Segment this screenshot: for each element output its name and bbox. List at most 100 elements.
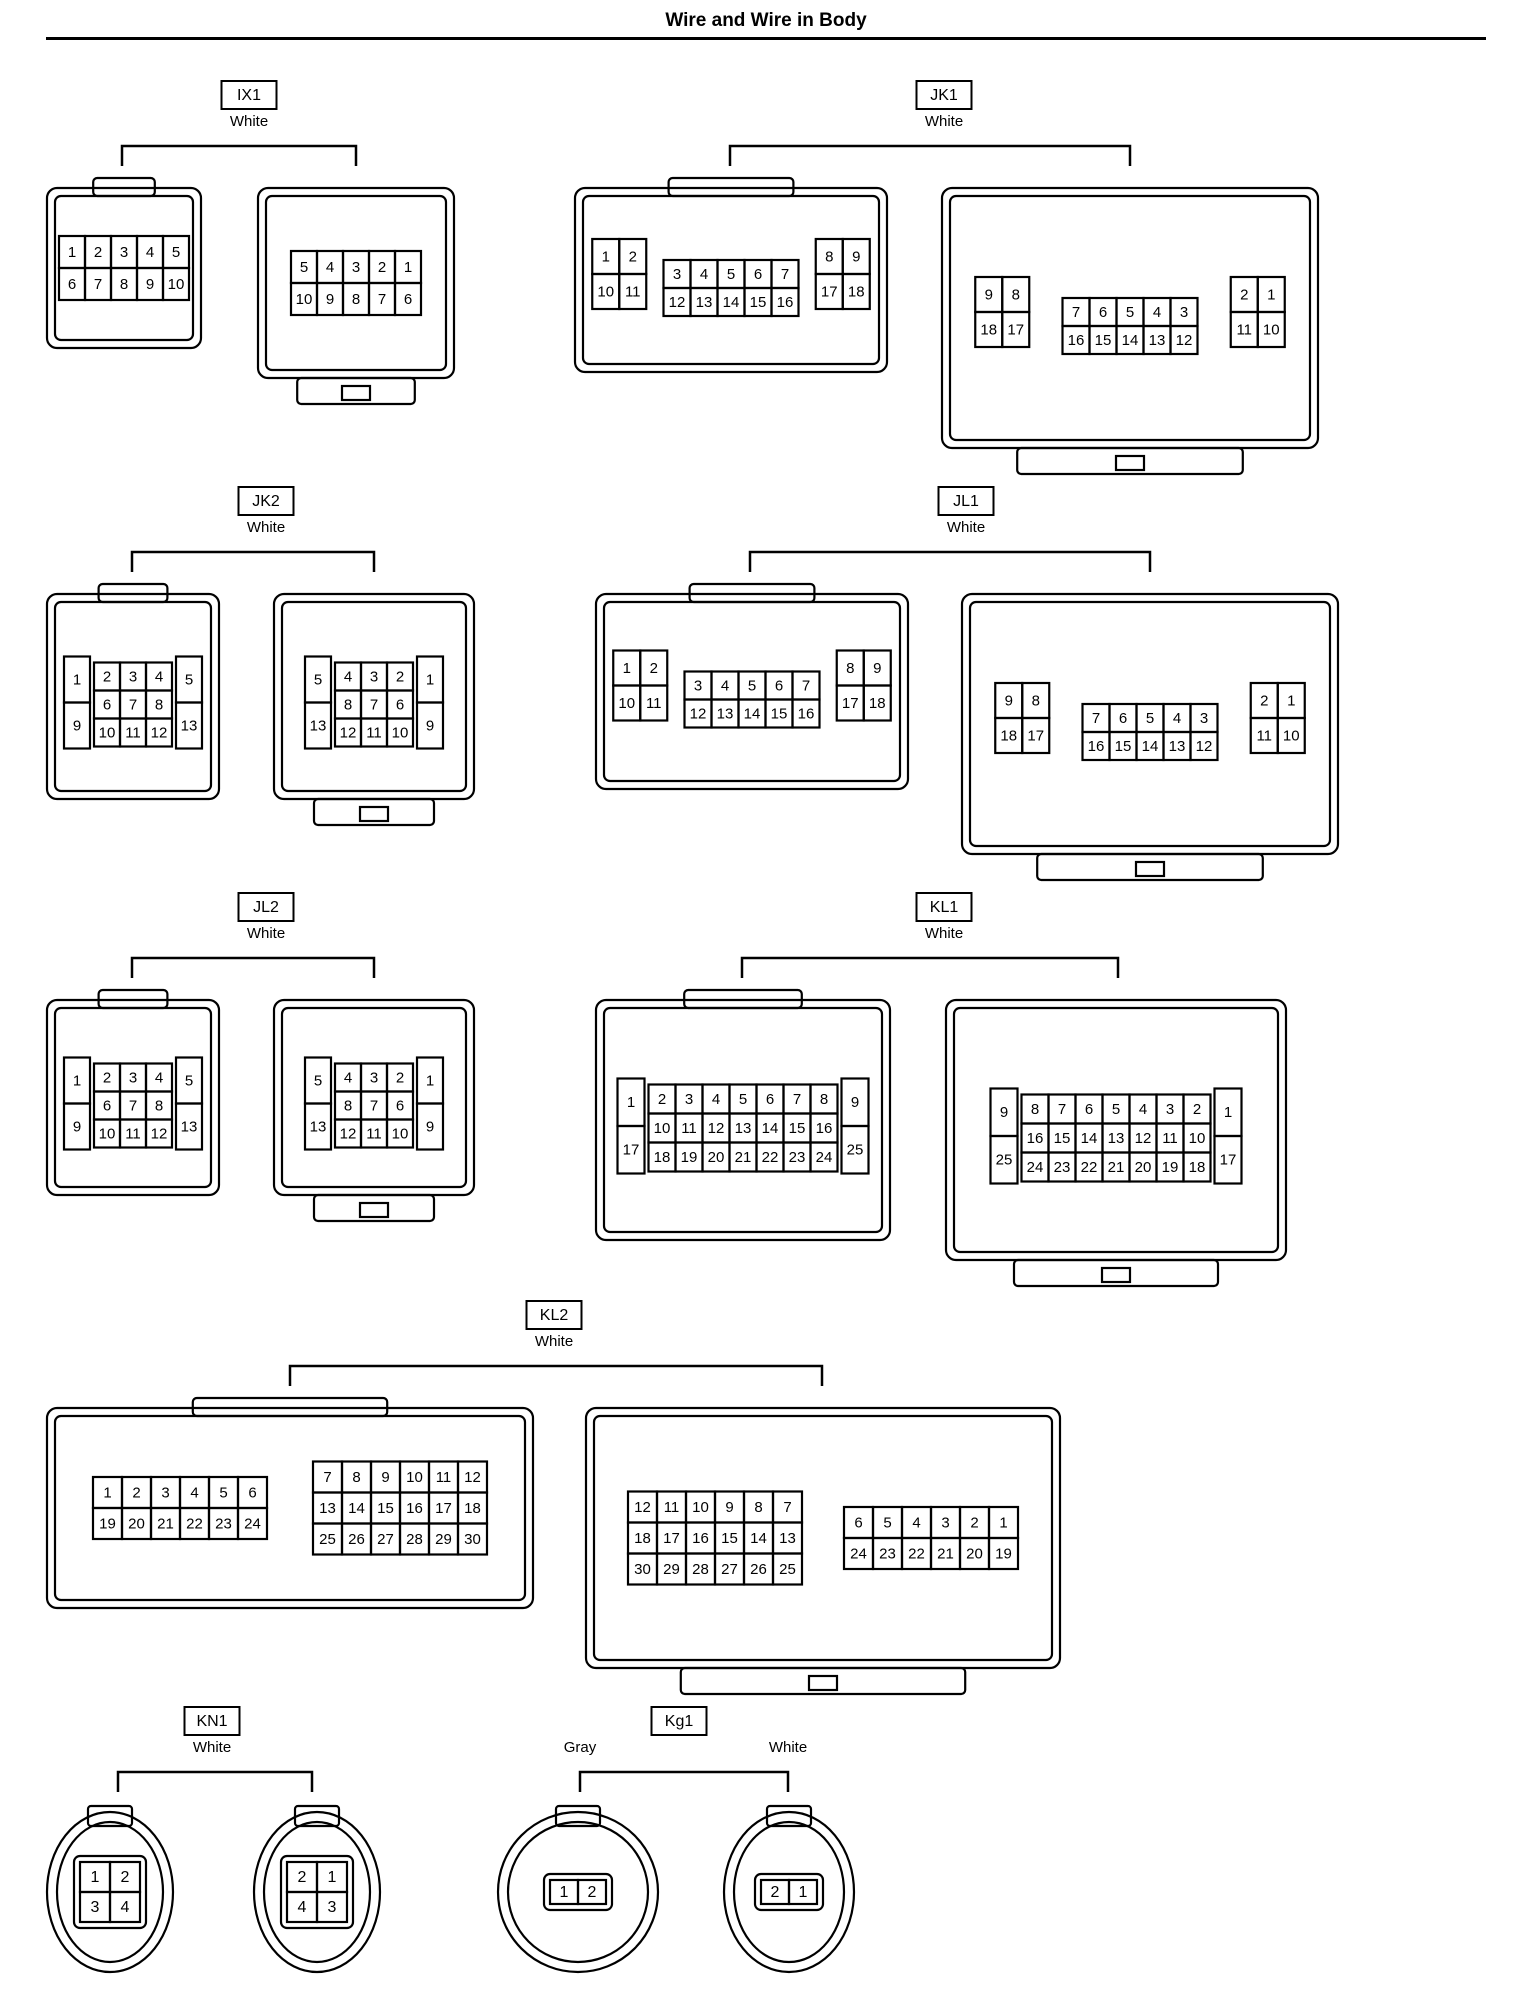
pin-number: 8: [820, 1091, 828, 1108]
pin-number: 17: [435, 1500, 452, 1517]
pin-number: 21: [735, 1149, 752, 1166]
connector-label-box: [237, 486, 295, 516]
locking-tab: [296, 376, 416, 406]
pin-number: 4: [712, 1091, 720, 1108]
pin-number: 4: [155, 1069, 163, 1086]
pin-number: 10: [597, 283, 614, 300]
pin-number: 3: [129, 668, 137, 685]
locking-tab-slot: [1134, 860, 1166, 878]
pin-cell: [415, 1102, 445, 1151]
pin-cell: [161, 266, 191, 302]
pin-number: 17: [623, 1142, 640, 1159]
pin-number: 1: [103, 1484, 111, 1501]
pin-number: 15: [1095, 332, 1112, 349]
pin-number: 16: [406, 1500, 423, 1517]
pin-number: 13: [310, 717, 327, 734]
pin-number: 3: [694, 677, 702, 694]
connector-code: KN1: [196, 1713, 227, 1730]
pin-number: 26: [348, 1531, 365, 1548]
pin-number: 6: [103, 696, 111, 713]
pin-number: 11: [625, 283, 641, 300]
pin-number: 10: [618, 695, 635, 712]
pin-number: 12: [151, 1125, 168, 1142]
pin-number: 10: [1189, 1130, 1206, 1147]
pin-number: 20: [966, 1545, 983, 1562]
pin-number: 21: [937, 1545, 954, 1562]
connector-label-box: [220, 80, 278, 110]
connector-code: JK2: [252, 493, 280, 510]
housing-inner: [968, 600, 1332, 848]
pin-number: 7: [793, 1091, 801, 1108]
locking-tab: [1036, 852, 1264, 882]
locking-tab-slot: [340, 384, 372, 402]
pin-number: 15: [789, 1120, 806, 1137]
pin-number: 5: [883, 1514, 891, 1531]
pin-number: 22: [1081, 1159, 1098, 1176]
pin-cell: [862, 684, 892, 722]
pin-number: 12: [464, 1469, 481, 1486]
pin-cell: [62, 1102, 92, 1151]
pin-number: 10: [392, 724, 409, 741]
pin-number: 12: [151, 724, 168, 741]
pin-number: 23: [879, 1545, 896, 1562]
pin-number: 16: [816, 1120, 833, 1137]
connector-bracket: [120, 144, 358, 166]
pin-number: 11: [681, 1120, 697, 1137]
pin-cell: [144, 717, 174, 748]
pin-number: 7: [1072, 304, 1080, 321]
connector-color: White: [925, 113, 963, 130]
housing-inner: [952, 1006, 1280, 1254]
pin-number: 19: [1162, 1159, 1179, 1176]
pin-number: 1: [91, 1869, 100, 1886]
connector-label-box: [937, 486, 995, 516]
pin-number: 17: [1007, 321, 1024, 338]
pin-number: 7: [1092, 710, 1100, 727]
pin-number: 8: [155, 696, 163, 713]
pin-number: 5: [314, 671, 322, 688]
pin-number: 10: [1263, 321, 1280, 338]
pin-number: 2: [658, 1091, 666, 1108]
pin-number: 13: [319, 1500, 336, 1517]
pin-cell: [1276, 716, 1306, 755]
pin-number: 6: [68, 276, 76, 293]
pin-number: 5: [1146, 710, 1154, 727]
pin-number: 18: [634, 1530, 651, 1547]
locking-tab-slot: [358, 1201, 390, 1219]
connector-bracket: [116, 1770, 314, 1792]
pin-number: 1: [1224, 1104, 1232, 1121]
pin-number: 22: [762, 1149, 779, 1166]
pin-number: 13: [1108, 1130, 1125, 1147]
pin-number: 6: [854, 1514, 862, 1531]
housing-inner: [280, 1006, 468, 1189]
locking-tab: [679, 1666, 967, 1696]
pin-number: 16: [692, 1530, 709, 1547]
pin-number: 20: [708, 1149, 725, 1166]
pin-number: 11: [1236, 321, 1252, 338]
housing-outline: [573, 186, 889, 374]
locking-tab: [667, 176, 795, 198]
pin-number: 8: [120, 276, 128, 293]
connector-code: JL2: [253, 899, 279, 916]
pin-cell: [1169, 324, 1199, 356]
pin-cell: [787, 1878, 819, 1906]
pin-number: 3: [1166, 1101, 1174, 1118]
housing-outline: [594, 998, 892, 1242]
pin-number: 27: [721, 1561, 738, 1578]
connector-bracket: [130, 956, 376, 978]
pin-cell: [303, 1102, 333, 1151]
housing-outline: [594, 592, 910, 791]
pin-number: 25: [319, 1531, 336, 1548]
pin-number: 7: [378, 291, 386, 308]
connector-bracket: [740, 956, 1120, 978]
pin-number: 7: [370, 1097, 378, 1114]
pin-number: 13: [181, 1118, 198, 1135]
pin-number: 16: [1027, 1130, 1044, 1147]
